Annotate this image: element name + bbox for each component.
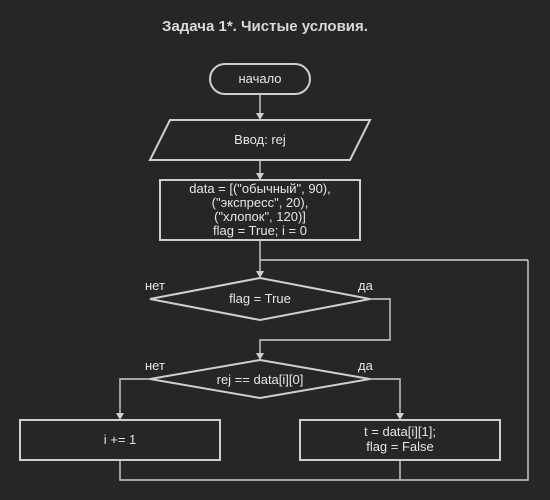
init-line-1: data = [("обычный", 90), xyxy=(189,181,331,196)
assign-line-2: flag = False xyxy=(366,439,434,454)
cond1-yes-label: да xyxy=(358,278,374,293)
condition-flag-diamond xyxy=(149,276,371,322)
edge-inc-merge xyxy=(119,260,529,481)
input-label: Ввод: rej xyxy=(234,132,286,147)
init-line-2: ("экспресс", 20), xyxy=(212,195,309,210)
input-parallelogram xyxy=(148,119,372,161)
assign-line-1: t = data[i][1]; xyxy=(364,424,436,439)
edge-cond2-no xyxy=(119,378,150,414)
arrowhead xyxy=(256,271,264,278)
cond2-yes-label: да xyxy=(358,358,374,373)
init-line-3: ("хлопок", 120)] xyxy=(214,209,306,224)
cond1-no-label: нет xyxy=(145,278,165,293)
arrowhead xyxy=(256,173,264,180)
edge-cond1-yes xyxy=(259,298,391,354)
diagram-title: Задача 1*. Чистые условия. xyxy=(162,18,368,35)
condition-match-label: rej == data[i][0] xyxy=(217,372,304,387)
arrowhead xyxy=(256,353,264,360)
arrowhead xyxy=(116,413,124,420)
arrowhead xyxy=(396,413,404,420)
init-line-4: flag = True; i = 0 xyxy=(213,223,307,238)
start-label: начало xyxy=(238,71,281,86)
arrowhead xyxy=(256,113,264,120)
condition-match-diamond xyxy=(149,358,371,400)
edge-cond2-yes xyxy=(370,378,401,414)
increment-label: i += 1 xyxy=(104,432,137,447)
condition-flag-label: flag = True xyxy=(229,291,291,306)
cond2-no-label: нет xyxy=(145,358,165,373)
